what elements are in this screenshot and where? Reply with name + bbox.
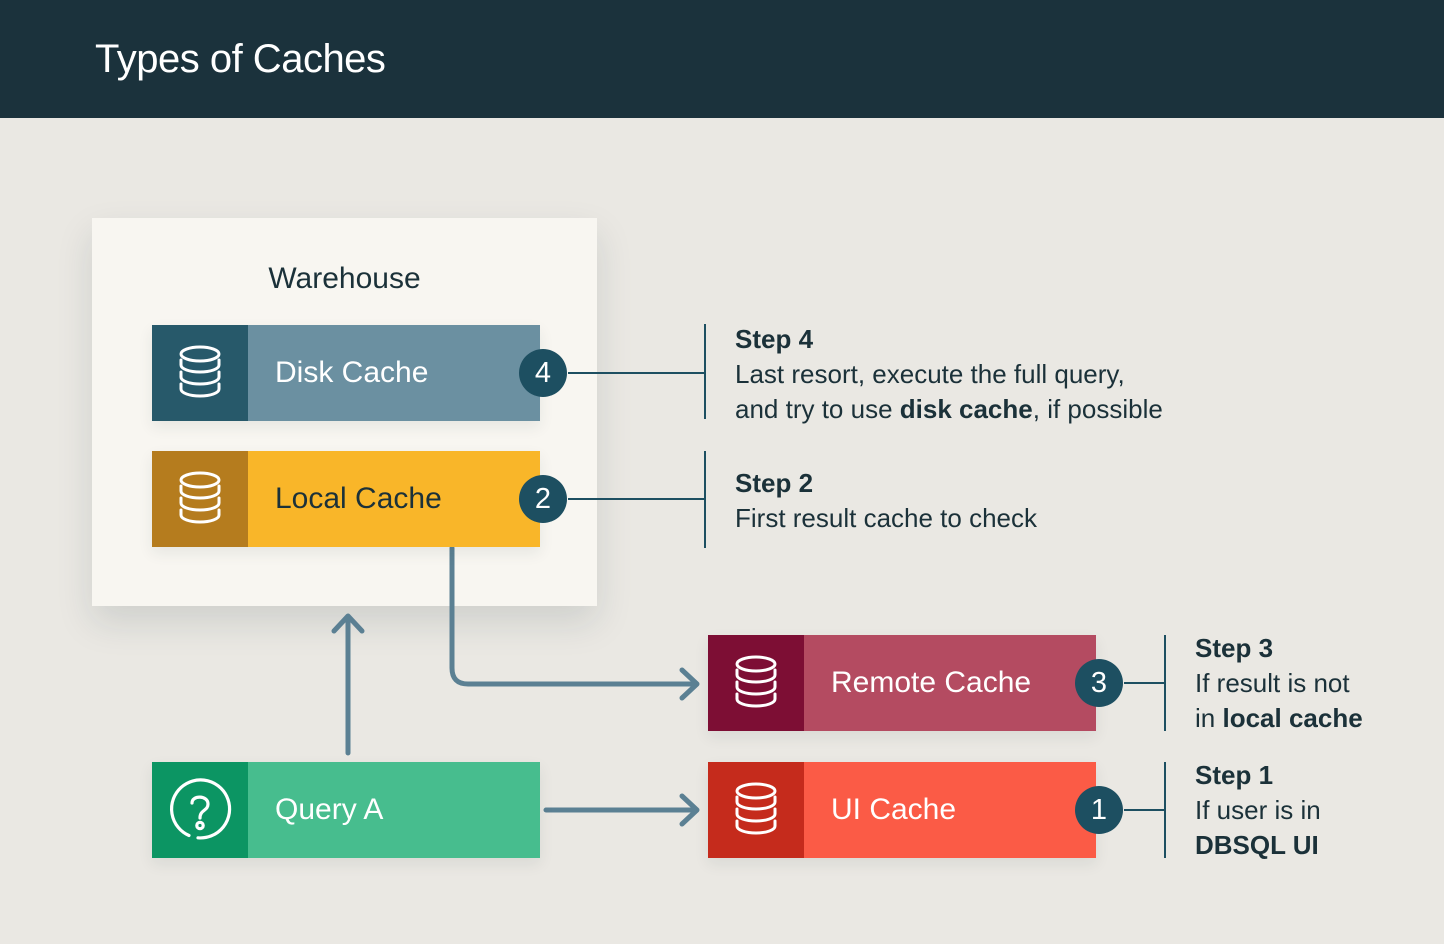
local-cache-bar: Local Cache 2	[152, 451, 567, 547]
step-3-text: Step 3 If result is not in local cache	[1195, 631, 1363, 736]
step-4-line: and try to use disk cache, if possible	[735, 394, 1163, 424]
step-badge-4: 4	[519, 349, 567, 397]
remote-cache-bar: Remote Cache 3	[708, 635, 1123, 731]
step-2-text: Step 2 First result cache to check	[735, 466, 1037, 536]
step-badge-2: 2	[519, 475, 567, 523]
ui-cache-label: UI Cache	[831, 793, 957, 826]
step-3-line: in local cache	[1195, 703, 1363, 733]
step-4-line: Last resort, execute the full query,	[735, 359, 1125, 389]
step-1-line: DBSQL UI	[1195, 830, 1319, 860]
local-cache-label: Local Cache	[275, 482, 442, 515]
header-band: Types of Caches	[0, 0, 1444, 118]
database-icon	[152, 451, 248, 547]
database-icon	[152, 325, 248, 421]
arrow-query-to-ui-cache	[543, 793, 700, 827]
query-a-label: Query A	[275, 793, 384, 826]
step-3-title: Step 3	[1195, 633, 1274, 663]
disk-cache-bar: Disk Cache 4	[152, 325, 567, 421]
step-2-title: Step 2	[735, 468, 814, 498]
connector-step-3	[1124, 635, 1166, 731]
step-badge-3: 3	[1075, 659, 1123, 707]
step-3-line: If result is not	[1195, 668, 1350, 698]
step-2-line: First result cache to check	[735, 503, 1037, 533]
remote-cache-body: Remote Cache	[804, 635, 1096, 731]
database-icon	[708, 762, 804, 858]
database-icon	[708, 635, 804, 731]
step-1-line: If user is in	[1195, 795, 1321, 825]
connector-step-1	[1124, 762, 1166, 858]
local-cache-body: Local Cache	[248, 451, 540, 547]
ui-cache-bar: UI Cache 1	[708, 762, 1123, 858]
arrow-query-to-warehouse	[331, 613, 365, 756]
query-a-bar: Query A	[152, 762, 540, 858]
step-1-text: Step 1 If user is in DBSQL UI	[1195, 758, 1321, 863]
ui-cache-body: UI Cache	[804, 762, 1096, 858]
step-4-title: Step 4	[735, 324, 814, 354]
page-title: Types of Caches	[95, 36, 386, 81]
disk-cache-body: Disk Cache	[248, 325, 540, 421]
disk-cache-label: Disk Cache	[275, 356, 429, 389]
warehouse-label: Warehouse	[268, 262, 421, 295]
step-badge-1: 1	[1075, 786, 1123, 834]
step-1-title: Step 1	[1195, 760, 1274, 790]
question-mark-icon	[152, 762, 248, 858]
remote-cache-label: Remote Cache	[831, 666, 1032, 699]
step-4-text: Step 4 Last resort, execute the full que…	[735, 322, 1163, 427]
query-a-body: Query A	[248, 762, 540, 858]
